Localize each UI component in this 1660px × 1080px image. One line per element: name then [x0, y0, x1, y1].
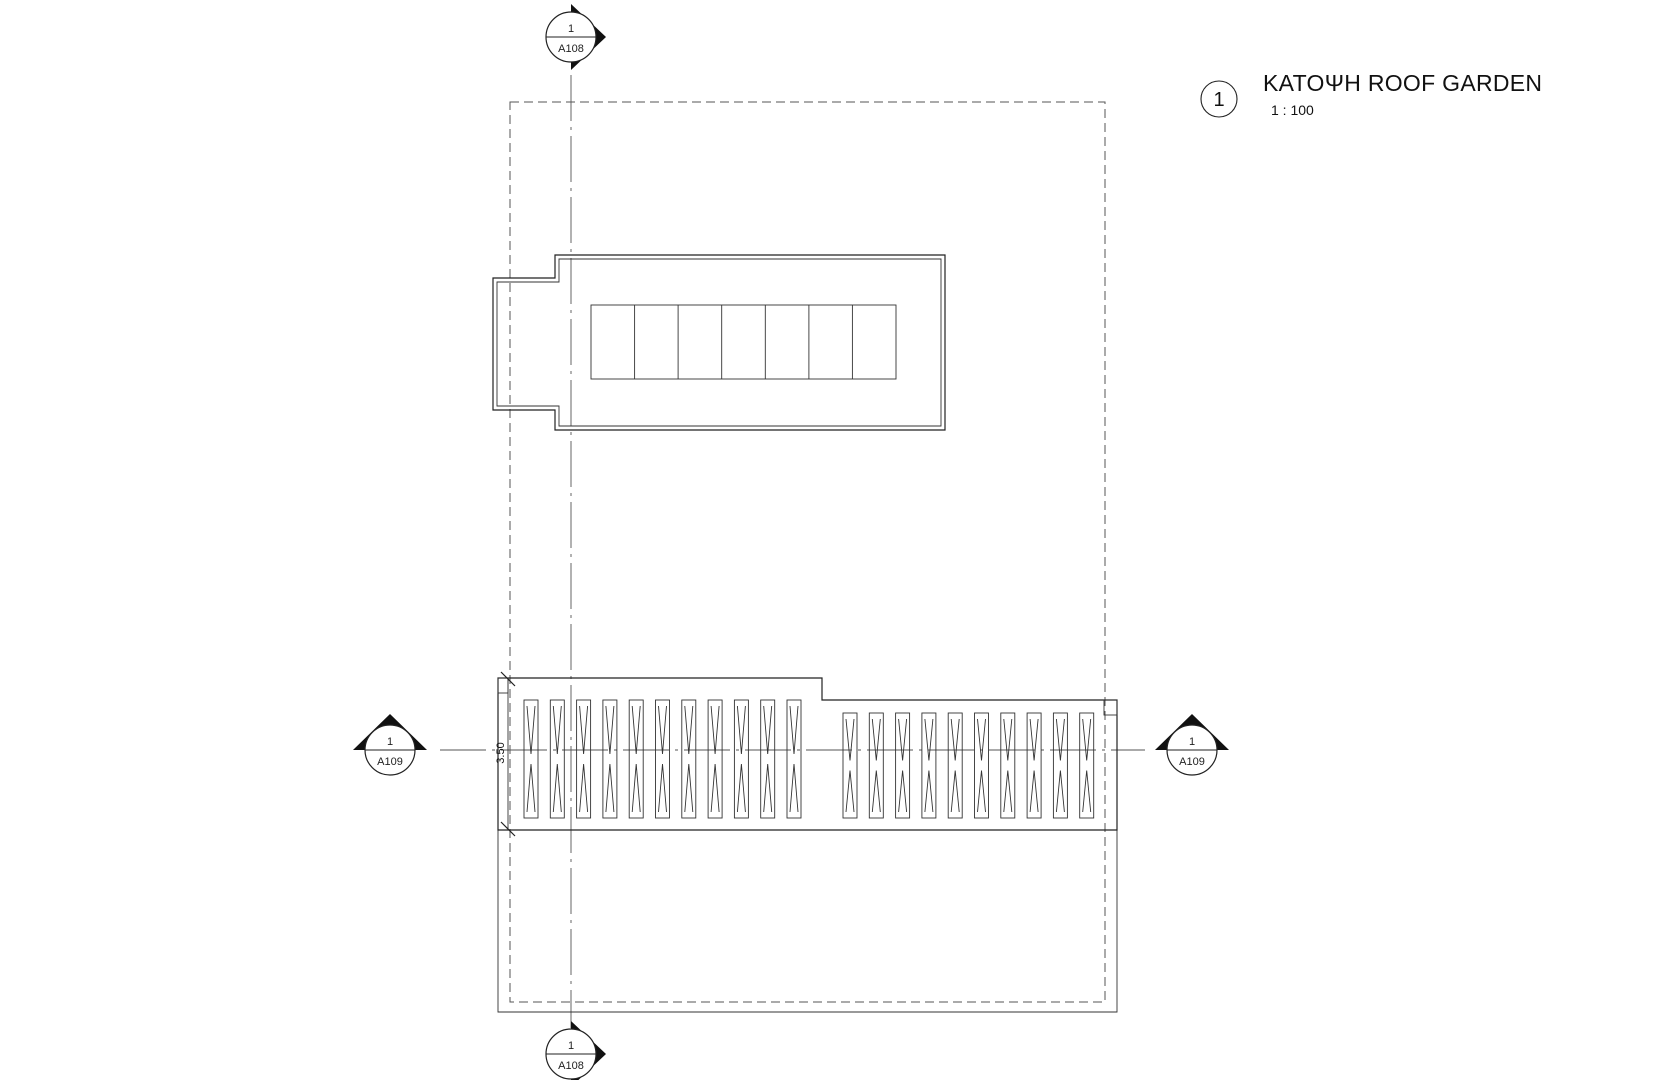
louver [868, 712, 884, 819]
louver [707, 699, 723, 819]
view-scale: 1 : 100 [1271, 102, 1314, 118]
upper-planter [492, 254, 946, 431]
parapet-outline [497, 700, 1118, 1013]
louver [1000, 712, 1016, 819]
louver [760, 699, 776, 819]
louver [895, 712, 911, 819]
deck-corner-box [1103, 699, 1118, 716]
dimension-label: 3.50 [495, 742, 507, 763]
view-number: 1 [1213, 89, 1224, 111]
louver [602, 699, 618, 819]
louver [1052, 712, 1068, 819]
view-title-name: ΚΑΤΟΨΗ ROOF GARDEN [1263, 70, 1542, 96]
section-tag-bottom-detail: 1 [568, 1040, 574, 1052]
deck-louvers [523, 699, 1095, 819]
deck-corner-box-left [497, 677, 509, 694]
louver [842, 712, 858, 819]
section-tag-left-sheet: A109 [377, 756, 403, 768]
louver [655, 699, 670, 819]
louver [947, 712, 963, 819]
louver [733, 699, 749, 819]
louver [523, 699, 539, 819]
roof-outline [509, 101, 1106, 1003]
view-number-circle [1200, 80, 1238, 118]
louver [1026, 712, 1042, 819]
section-tag-right-sheet: A109 [1179, 756, 1205, 768]
louver [576, 699, 592, 819]
section-tag-left-detail: 1 [387, 736, 393, 748]
section-tag-right-detail: 1 [1189, 736, 1195, 748]
section-tag-left[interactable]: 1 A109 [353, 714, 427, 776]
section-tag-right[interactable]: 1 A109 [1155, 714, 1229, 776]
dimension-3-50: 3.50 [495, 671, 516, 837]
section-tag-top-detail: 1 [568, 23, 574, 35]
section-tag-top[interactable]: 1 A108 [545, 4, 606, 70]
section-tag-bottom[interactable]: 1 A108 [545, 1021, 606, 1080]
louver [628, 699, 644, 819]
louver [549, 699, 565, 819]
louver [921, 712, 937, 819]
gravel-beds [590, 304, 897, 380]
section-tag-top-sheet: A108 [558, 43, 584, 55]
view-title: 1 ΚΑΤΟΨΗ ROOF GARDEN 1 : 100 [1200, 70, 1542, 118]
louver [681, 699, 697, 819]
section-tag-bottom-sheet: A108 [558, 1060, 584, 1072]
louver [786, 699, 802, 819]
louver [974, 712, 989, 819]
louver [1079, 712, 1095, 819]
